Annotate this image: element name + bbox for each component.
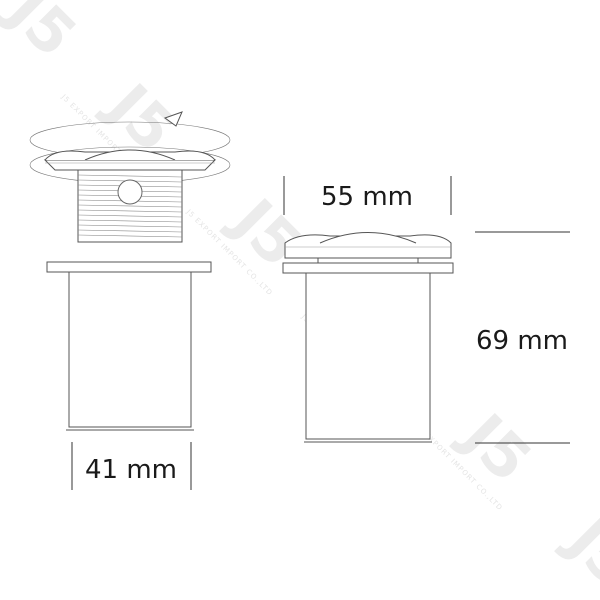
dimension-bottom-width: 41 mm (71, 442, 192, 490)
flange (46, 261, 212, 273)
threaded-stem (77, 169, 183, 243)
watermark-logo: J5 (552, 503, 600, 600)
left-view (29, 111, 231, 431)
drain-body (68, 271, 192, 428)
pop-up-cap (43, 149, 217, 171)
right-view (282, 232, 454, 443)
dimension-label-69: 69 mm (476, 326, 568, 356)
flange (282, 262, 454, 274)
pop-up-cap (284, 232, 452, 264)
watermark-logo: J5 (0, 0, 89, 71)
dimension-top-width: 55 mm (283, 176, 452, 215)
watermark-logo: J5 (447, 398, 545, 496)
drain-body (305, 272, 431, 440)
dimension-height: 69 mm (475, 231, 570, 444)
dimension-label-55: 55 mm (321, 182, 413, 212)
dimension-label-41: 41 mm (85, 455, 177, 485)
